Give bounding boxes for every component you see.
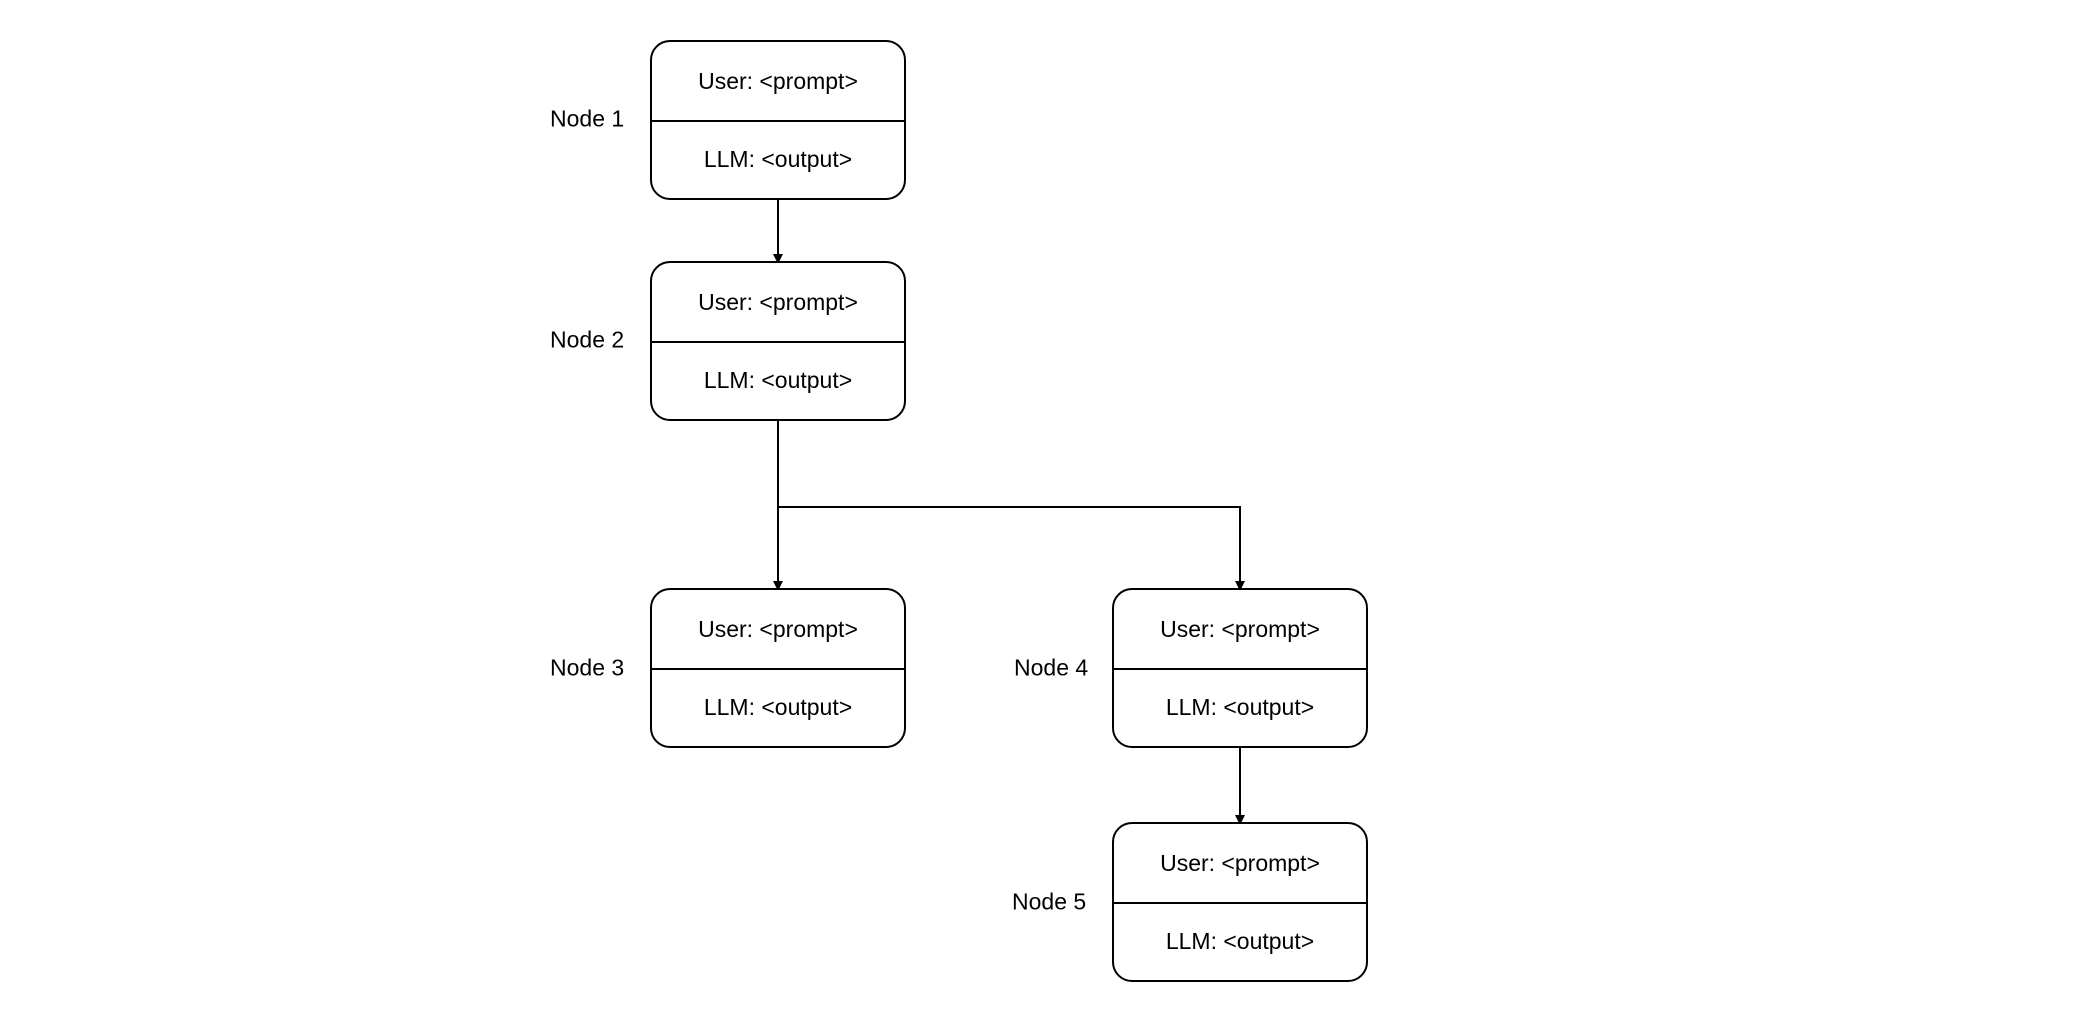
node-divider bbox=[1114, 668, 1366, 670]
node-3[interactable]: User: <prompt> LLM: <output> bbox=[650, 588, 906, 748]
node-label-1: Node 1 bbox=[550, 105, 625, 132]
user-prompt-text: User: <prompt> bbox=[698, 288, 858, 315]
node-divider bbox=[652, 668, 904, 670]
node-2[interactable]: User: <prompt> LLM: <output> bbox=[650, 261, 906, 421]
edge-node2-node4 bbox=[778, 506, 1245, 591]
llm-output-text: LLM: <output> bbox=[703, 145, 853, 172]
node-label-4: Node 4 bbox=[1014, 654, 1089, 681]
user-prompt-text: User: <prompt> bbox=[1160, 849, 1320, 876]
node-divider bbox=[1114, 902, 1366, 904]
node-divider bbox=[652, 341, 904, 343]
llm-output-text: LLM: <output> bbox=[1165, 927, 1315, 954]
user-prompt-text: User: <prompt> bbox=[698, 615, 858, 642]
node-1[interactable]: User: <prompt> LLM: <output> bbox=[650, 40, 906, 200]
llm-output-text: LLM: <output> bbox=[703, 693, 853, 720]
node-label-2: Node 2 bbox=[550, 326, 625, 353]
node-label-3: Node 3 bbox=[550, 654, 625, 681]
node-divider bbox=[652, 120, 904, 122]
user-prompt-text: User: <prompt> bbox=[1160, 615, 1320, 642]
llm-output-text: LLM: <output> bbox=[703, 366, 853, 393]
llm-output-text: LLM: <output> bbox=[1165, 693, 1315, 720]
user-prompt-text: User: <prompt> bbox=[698, 67, 858, 94]
node-4[interactable]: User: <prompt> LLM: <output> bbox=[1112, 588, 1368, 748]
node-label-5: Node 5 bbox=[1012, 888, 1087, 915]
node-5[interactable]: User: <prompt> LLM: <output> bbox=[1112, 822, 1368, 982]
